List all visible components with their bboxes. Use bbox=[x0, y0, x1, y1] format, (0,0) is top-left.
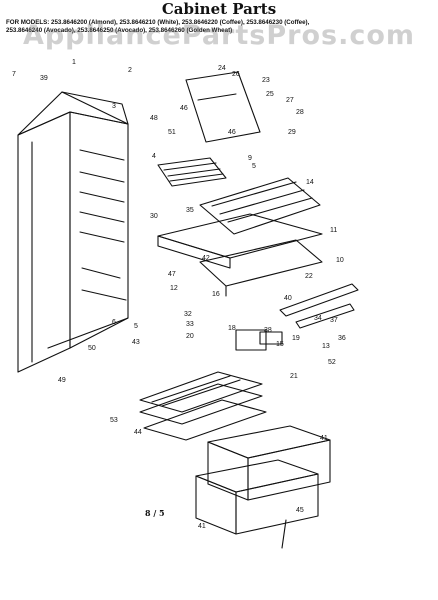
callout-27: 27 bbox=[286, 97, 294, 104]
callout-15: 15 bbox=[276, 341, 284, 348]
callout-36: 36 bbox=[338, 335, 346, 342]
callout-52: 52 bbox=[328, 359, 336, 366]
callout-46: 46 bbox=[228, 129, 236, 136]
callout-30: 30 bbox=[150, 213, 158, 220]
callout-labels: 7391234851242623252728464642995143035114… bbox=[12, 59, 346, 530]
callout-19: 19 bbox=[292, 335, 300, 342]
callout-33: 33 bbox=[186, 321, 194, 328]
callout-1: 1 bbox=[72, 59, 76, 66]
callout-21: 21 bbox=[290, 373, 298, 380]
callout-2: 2 bbox=[128, 67, 132, 74]
callout-25: 25 bbox=[266, 91, 274, 98]
evaporator-cover bbox=[185, 71, 261, 143]
callout-45: 45 bbox=[296, 507, 304, 514]
callout-26: 26 bbox=[232, 71, 240, 78]
callout-32: 32 bbox=[184, 311, 192, 318]
freezer-shelf bbox=[157, 157, 227, 187]
callout-37: 37 bbox=[330, 317, 338, 324]
glass-shelves bbox=[139, 371, 267, 441]
callout-5: 5 bbox=[252, 163, 256, 170]
upper-shelf bbox=[199, 177, 321, 235]
callout-24: 24 bbox=[218, 65, 226, 72]
callout-42: 42 bbox=[202, 255, 210, 262]
crisper-drawers bbox=[195, 425, 331, 535]
page-number: 8 / 5 bbox=[145, 508, 165, 518]
callout-49: 49 bbox=[58, 377, 66, 384]
callout-41: 41 bbox=[198, 523, 206, 530]
callout-35: 35 bbox=[186, 207, 194, 214]
callout-22: 22 bbox=[305, 273, 313, 280]
diagram-title: Cabinet Parts bbox=[161, 0, 277, 18]
model-list: FOR MODELS: 253.8646200 (Almond), 253.86… bbox=[6, 19, 310, 34]
callout-12: 12 bbox=[170, 285, 178, 292]
callout-6: 6 bbox=[112, 319, 116, 326]
callout-11: 11 bbox=[330, 227, 337, 234]
callout-3: 3 bbox=[112, 103, 116, 110]
callout-5: 5 bbox=[134, 323, 138, 330]
callout-38: 38 bbox=[264, 327, 272, 334]
callout-13: 13 bbox=[322, 343, 330, 350]
callout-40: 40 bbox=[284, 295, 292, 302]
callout-29: 29 bbox=[288, 129, 296, 136]
callout-14: 14 bbox=[306, 179, 314, 186]
slide-rails bbox=[235, 283, 359, 351]
callout-51: 51 bbox=[168, 129, 176, 136]
cabinet-shell bbox=[17, 91, 129, 373]
callout-44: 44 bbox=[134, 429, 142, 436]
callout-48: 48 bbox=[150, 115, 158, 122]
callout-4: 4 bbox=[152, 153, 156, 160]
callout-50: 50 bbox=[88, 345, 96, 352]
drawer-screw bbox=[281, 519, 287, 549]
callout-16: 16 bbox=[212, 291, 220, 298]
callout-43: 43 bbox=[132, 339, 140, 346]
callout-9: 9 bbox=[248, 155, 252, 162]
callout-47: 47 bbox=[168, 271, 176, 278]
callout-7: 7 bbox=[12, 71, 16, 78]
callout-39: 39 bbox=[40, 75, 48, 82]
callout-34: 34 bbox=[314, 315, 322, 322]
callout-41: 41 bbox=[320, 435, 328, 442]
callout-18: 18 bbox=[228, 325, 236, 332]
callout-46: 46 bbox=[180, 105, 188, 112]
callout-28: 28 bbox=[296, 109, 304, 116]
callout-10: 10 bbox=[336, 257, 344, 264]
callout-23: 23 bbox=[262, 77, 270, 84]
crisper-cover bbox=[157, 213, 323, 297]
callout-53: 53 bbox=[110, 417, 118, 424]
callout-20: 20 bbox=[186, 333, 194, 340]
